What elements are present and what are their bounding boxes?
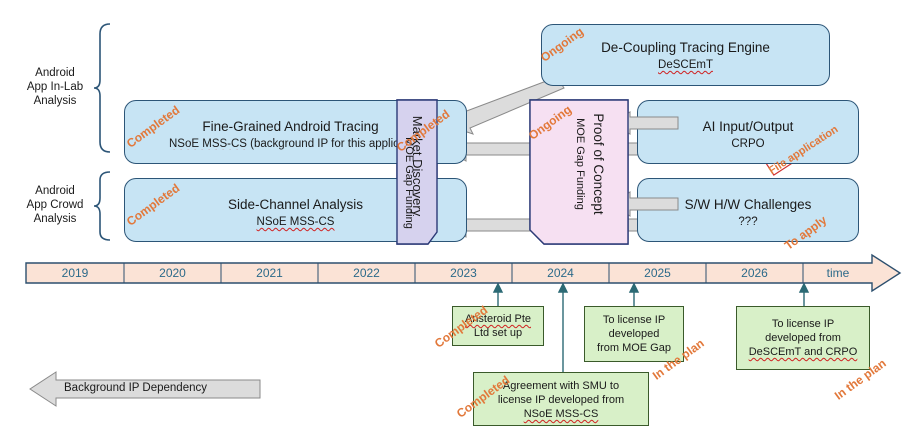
- box-sw-hw-challenges: S/W H/W Challenges ???: [637, 178, 859, 242]
- proof-of-concept-title: Proof of Concept: [591, 113, 606, 215]
- year-2025: 2025: [644, 266, 671, 280]
- year-2022: 2022: [353, 266, 380, 280]
- sw-hw-sub: ???: [738, 216, 758, 228]
- crowd-bracket: [93, 171, 111, 241]
- decoupling-title: De-Coupling Tracing Engine: [601, 40, 770, 55]
- in-lab-bracket: [93, 23, 111, 153]
- proof-of-concept-sub: MOE Gap Funding: [574, 118, 586, 210]
- timeline-end-label: time: [826, 266, 850, 280]
- legend-arrow: [29, 371, 261, 407]
- timeline-arrow: [25, 253, 902, 293]
- year-2026: 2026: [741, 266, 768, 280]
- year-2023: 2023: [450, 266, 477, 280]
- ai-io-sub: CRPO: [731, 138, 765, 150]
- year-2024: 2024: [547, 266, 574, 280]
- fine-grained-title: Fine-Grained Android Tracing: [202, 119, 379, 134]
- sw-hw-title: S/W H/W Challenges: [684, 197, 812, 212]
- fine-grained-sub: NSoE MSS-CS (background IP for this appl…: [169, 138, 428, 150]
- decoupling-sub: DeSCEmT: [658, 59, 713, 71]
- side-channel-title: Side-Channel Analysis: [227, 197, 364, 212]
- year-2020: 2020: [159, 266, 186, 280]
- year-2019: 2019: [61, 266, 89, 280]
- year-2021: 2021: [256, 266, 283, 280]
- side-channel-sub: NSoE MSS-CS: [256, 216, 335, 228]
- box-ai-input-output: AI Input/Output CRPO: [637, 100, 859, 164]
- ai-io-title: AI Input/Output: [702, 119, 794, 134]
- box-decoupling-tracing-engine: De-Coupling Tracing Engine DeSCEmT: [541, 24, 830, 86]
- legend-label: Background IP Dependency: [64, 382, 207, 394]
